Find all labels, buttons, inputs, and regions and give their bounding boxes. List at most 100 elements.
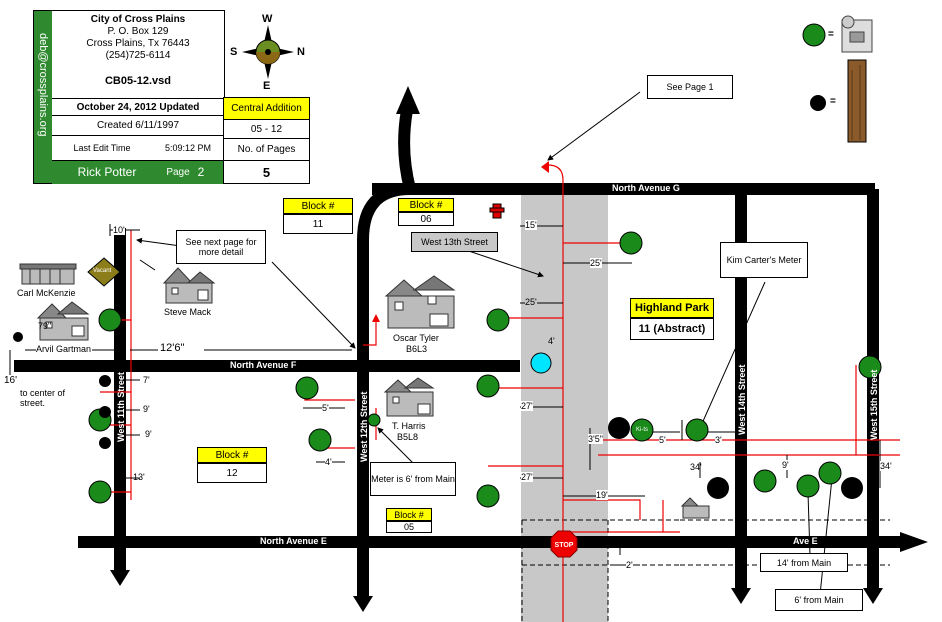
dim-27b: 27' [521,472,533,482]
road-arrowheads [110,86,928,612]
label-harris-lot: B5L8 [397,432,419,442]
callout-see-next: See next page for more detail [176,230,266,264]
dim-79: 79" [38,321,52,331]
dim-25a: 25' [590,258,602,268]
dim-5a: 5' [322,403,329,413]
dim-9a: 9' [143,404,150,414]
red-arrow-up [372,314,380,322]
addition-name: Central Addition [223,98,309,120]
address-line2: Cross Plains, Tx 76443 [86,37,190,49]
to-center-note: to center of street. [20,388,66,408]
dim-19: 19' [596,490,608,500]
block12-number: 12 [197,463,267,483]
building-carl-icon [19,263,77,285]
fire-hydrant-icon [489,203,505,219]
dim-16: 16' [4,375,18,386]
dim-34a: 34' [690,462,702,472]
callout-see-page1: See Page 1 [647,75,733,99]
label-arvil: Arvil Gartman [36,344,92,354]
street-ave-f: North Avenue F [230,360,297,370]
street-ave-g: North Avenue G [612,183,680,193]
phone: (254)725-6114 [105,49,171,61]
street-w14: West 14th Street [737,364,747,435]
created-date: Created 6/11/1997 [52,116,224,136]
last-edit-label: Last Edit Time [73,143,131,153]
cyan-valve [530,352,552,374]
block11-number: 11 [283,214,353,234]
highland-park-name: Highland Park [630,298,714,318]
stop-sign-icon: STOP [550,530,578,558]
house-small-icon [680,497,710,519]
compass-e: E [263,80,271,92]
title-block-right: Central Addition 05 - 12 No. of Pages 5 [223,97,310,184]
block06-label: Block # [398,198,454,212]
legend-green-eq: = [828,29,834,40]
last-edit-time: 5:09:12 PM [164,143,212,153]
dim-10: 10' [113,225,125,235]
compass-s: S [230,46,238,58]
label-oscar-lot: B6L3 [406,344,428,354]
green-meters [88,23,882,508]
dim-9b: 9' [145,429,152,439]
house-harris-icon [383,377,435,417]
dim-9c: 9' [782,460,789,470]
label-vacant: Vacant [93,268,112,274]
black-poles [13,95,863,548]
electric-meter-icon [841,15,873,53]
label-steve: Steve Mack [164,307,212,317]
roads [14,108,900,600]
street-ave-e: North Avenue E [260,536,327,546]
dim-2: 2' [626,560,633,570]
street-w15: West 15th Street [869,369,879,440]
num-pages-label: No. of Pages [223,139,309,161]
label-oscar: Oscar Tyler [393,333,439,343]
file-name: CB05-12.vsd [104,75,172,87]
block11-label: Block # [283,198,353,214]
label-carl: Carl McKenzie [17,288,76,298]
compass-n: N [297,46,305,58]
callout-6ft: 6' from Main [775,589,863,611]
street-w11: West 11th Street [116,372,126,442]
street-w12: West 12th Street [359,391,369,462]
dim-25b: 25' [525,297,537,307]
page-number: 2 [197,165,205,179]
author-name: Rick Potter [77,165,137,179]
page-label: Page [166,166,190,178]
title-block: deb@crossplains.org City of Cross Plains… [33,10,225,184]
house-steve-icon [162,267,216,304]
stop-text: STOP [555,542,574,549]
house-arvil-icon [36,301,90,341]
house-oscar-icon [384,275,456,329]
block06-number: 06 [398,212,454,226]
street-w13-label: West 13th Street [411,232,498,252]
dim-27a: 27' [521,401,533,411]
updated-date: October 24, 2012 Updated [52,98,224,116]
dim-12-6: 12'6" [160,342,185,354]
dim-13: 13' [133,472,145,482]
label-harris: T. Harris [392,421,426,431]
map-code: 05 - 12 [223,120,309,139]
callout-meter-6ft: Meter is 6' from Main [370,462,456,496]
dim-15: 15' [525,220,537,230]
block05-label: Block # [386,508,432,521]
dim-5b: 5' [659,435,666,445]
highland-park-abstract: 11 (Abstract) [630,318,714,340]
block05-number: 05 [386,521,432,533]
house-icons [19,263,710,519]
org-name: City of Cross Plains [90,13,186,25]
legend-black-eq: = [830,96,836,107]
callout-14ft: 14' from Main [760,553,848,572]
author-bar: Rick Potter Page 2 [52,160,224,184]
callout-kim-meter: Kim Carter's Meter [720,242,808,278]
dim-3: 3' [715,435,722,445]
email-strip: deb@crossplains.org [34,11,52,183]
block12-label: Block # [197,447,267,463]
red-arrow-left [541,161,549,173]
vacant-lot-icon [87,257,121,287]
address-line1: P. O. Box 129 [107,25,169,37]
street-ave-e-east: Ave E [793,536,818,546]
num-pages: 5 [223,161,309,183]
utility-pole-icon [847,59,867,143]
dim-4b: 4' [325,457,332,467]
email-text: deb@crossplains.org [37,33,49,137]
